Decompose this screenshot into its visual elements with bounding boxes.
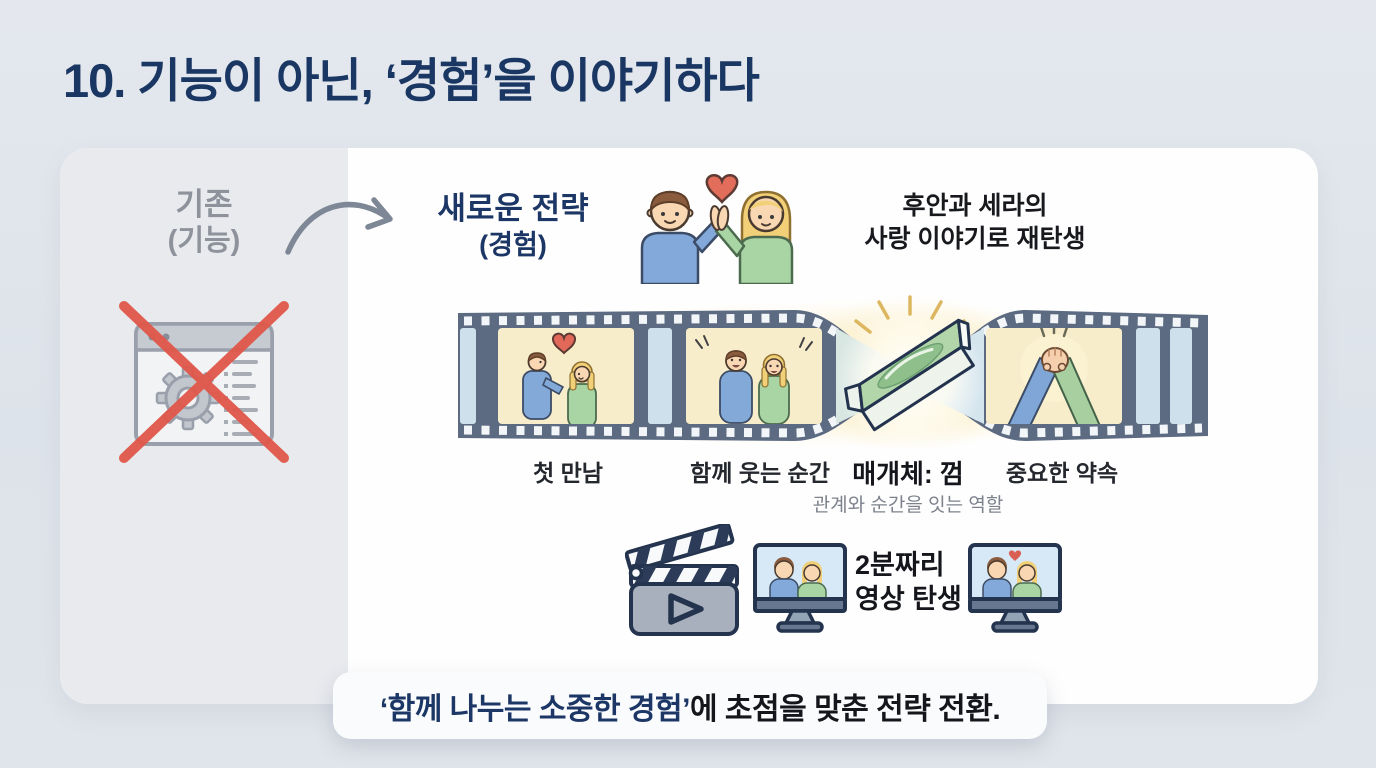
after-label-line2: (경험) (479, 229, 547, 260)
after-label-line1: 새로운 전략 (437, 191, 589, 226)
video-result-label: 2분짜리 영상 탄생 (855, 548, 962, 616)
woman-figure (714, 190, 794, 284)
before-label-line1: 기존 (175, 187, 233, 222)
rebirth-line2: 사랑 이야기로 재탄생 (864, 224, 1086, 253)
filmstrip-illustration (458, 295, 1208, 452)
promise-scene (1007, 328, 1101, 424)
heart-icon (705, 174, 739, 204)
transition-arrow-icon (285, 197, 393, 255)
joined-hands (709, 205, 730, 231)
laughing-scene (695, 335, 813, 424)
gum-pack-icon (844, 318, 975, 432)
after-label: 새로운 전략 (경험) (398, 190, 628, 263)
footer-highlight: ‘함께 나누는 소중한 경험’ (379, 692, 691, 726)
video-result-line2: 영상 탄생 (855, 584, 962, 614)
play-icon (668, 593, 704, 625)
video-monitor-icon (753, 543, 847, 633)
before-panel: 기존 (기능) (60, 148, 348, 704)
film-caption-gum-sub: 관계와 순간을 잇는 역할 (812, 495, 1004, 516)
strategy-comparison-card: 기존 (기능) (60, 148, 1318, 704)
slide-title: 10. 기능이 아닌, ‘경험’을 이야기하다 (63, 54, 760, 107)
man-figure (640, 190, 725, 284)
before-label-line2: (기능) (167, 224, 241, 257)
before-label: 기존 (기능) (60, 186, 348, 259)
film-caption-promise: 중요한 약속 (1005, 460, 1119, 486)
clapperboard-icon (625, 524, 739, 636)
heart-icon (1008, 550, 1022, 561)
film-caption-gum: 매개체: 껌 (852, 459, 964, 489)
video-result-line1: 2분짜리 (855, 550, 945, 580)
couple-highfive-illustration (640, 174, 794, 284)
video-monitor-heart-icon (968, 543, 1062, 633)
film-caption-first-meeting: 첫 만남 (533, 460, 603, 486)
rebirth-line1: 후안과 세라의 (902, 192, 1048, 220)
rebirth-caption: 후안과 세라의 사랑 이야기로 재탄생 (835, 190, 1115, 255)
film-caption-laughing: 함께 웃는 순간 (690, 460, 830, 486)
red-x-icon (119, 301, 289, 463)
crossed-browser-icon (119, 301, 289, 463)
first-meeting-scene (522, 332, 597, 424)
footer-banner: ‘함께 나누는 소중한 경험’에 초점을 맞춘 전략 전환. (333, 672, 1047, 739)
footer-rest: 에 초점을 맞춘 전략 전환. (690, 692, 1001, 726)
